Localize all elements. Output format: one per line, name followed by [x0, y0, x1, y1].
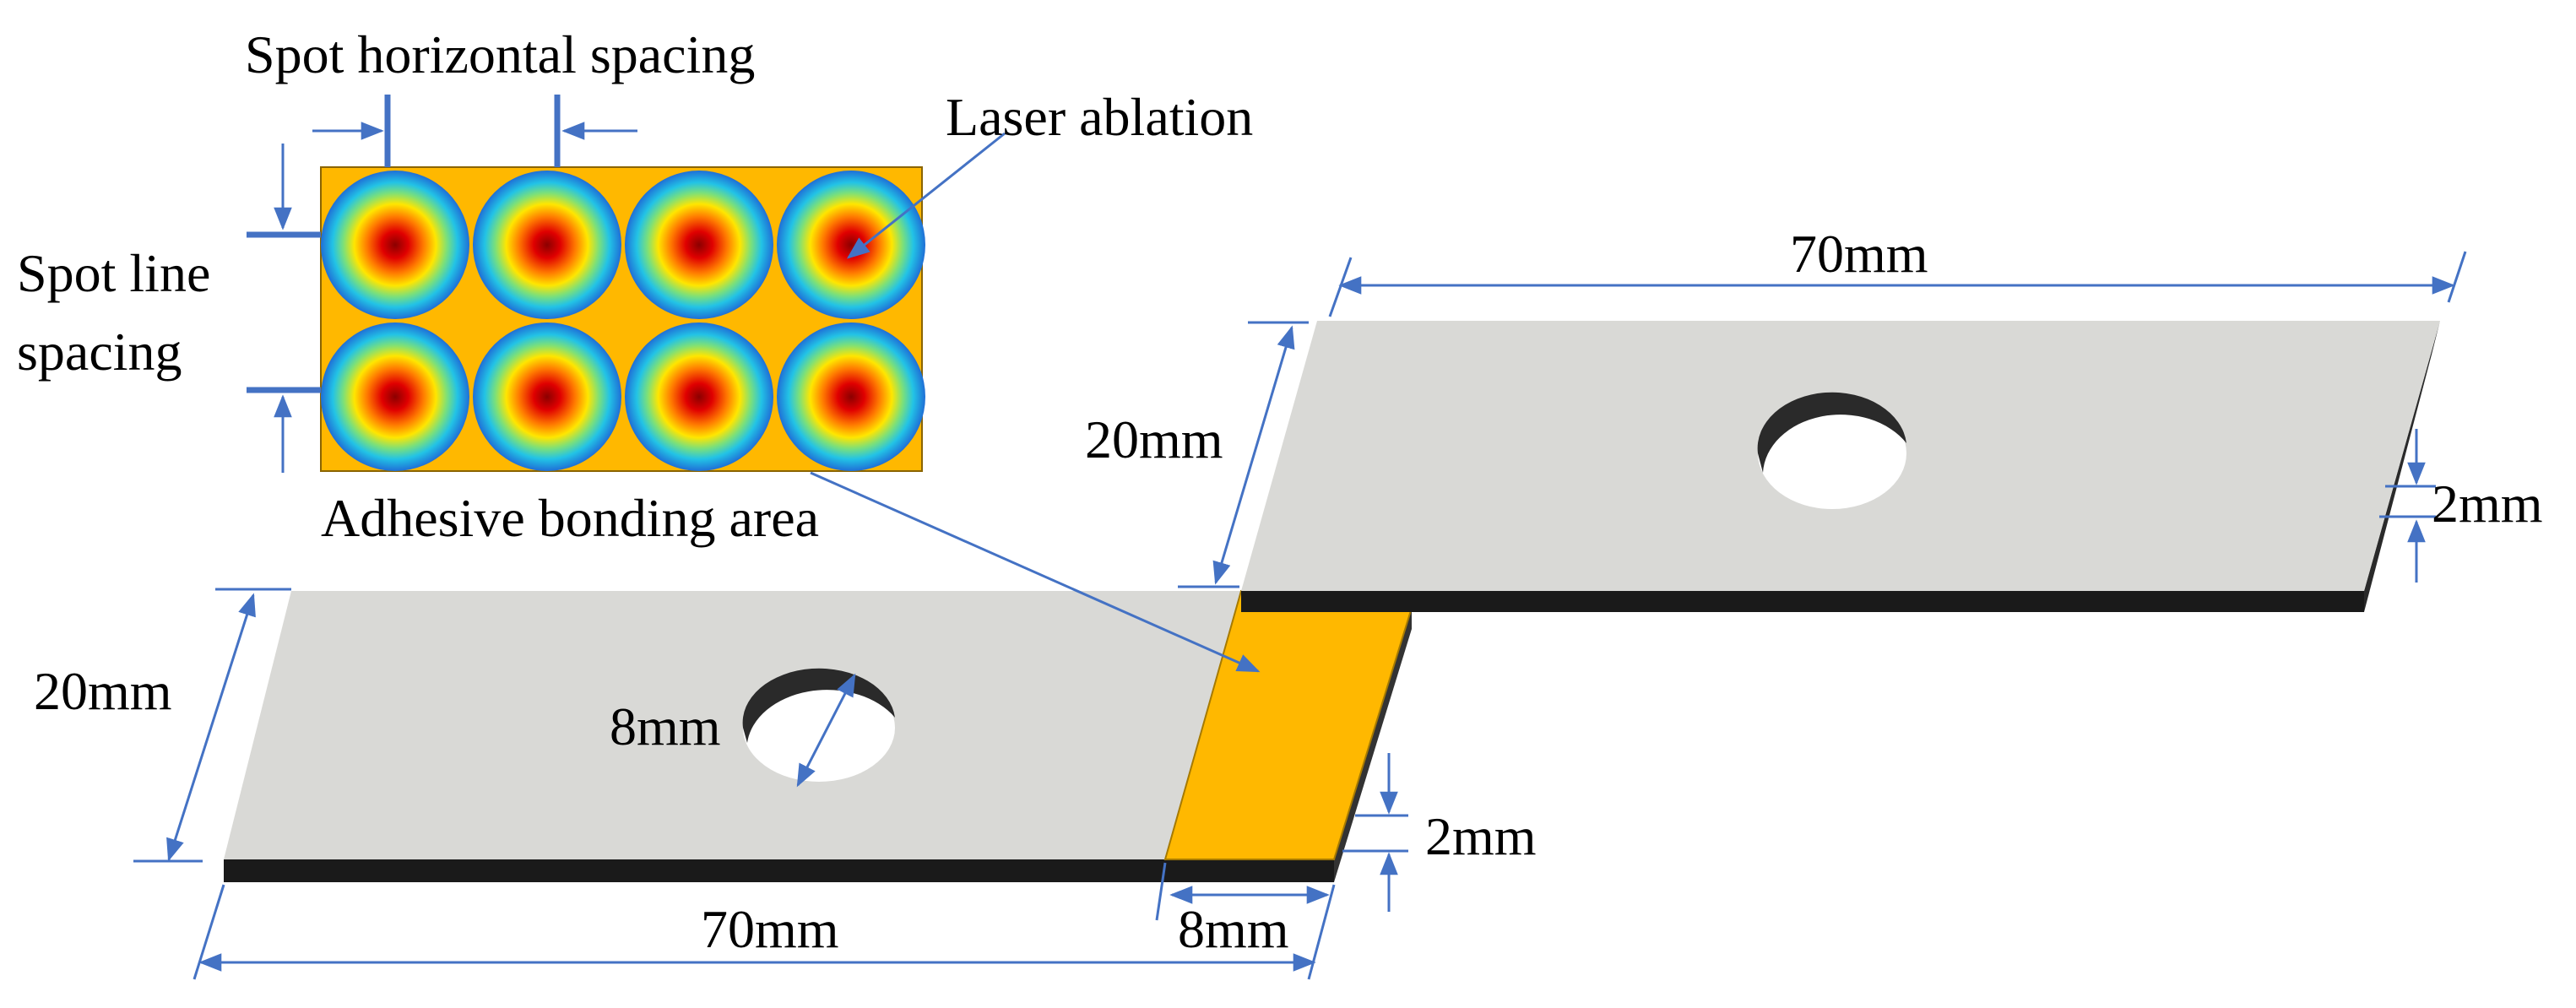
top-plate-edge: [1241, 591, 2364, 612]
bottom-width-label: 20mm: [34, 661, 172, 721]
laser-ablation-leader: [846, 132, 1006, 259]
laser-spot: [321, 171, 469, 319]
top-thickness-label: 2mm: [2432, 474, 2543, 534]
laser-spot: [321, 322, 469, 471]
bottom-width-dimension: [133, 588, 291, 863]
top-length-dimension: [1328, 251, 2467, 317]
top-plate: [1241, 321, 2440, 612]
laser-spot: [777, 322, 925, 471]
bottom-plate: [224, 589, 1413, 882]
bottom-length-label: 70mm: [701, 899, 839, 959]
hole-diameter-label: 8mm: [610, 696, 721, 756]
bottom-thickness-dimension: [1342, 753, 1408, 912]
bottom-length-dimension: [193, 884, 1336, 980]
top-length-label: 70mm: [1790, 224, 1928, 284]
top-width-dimension: [1178, 321, 1309, 588]
top-plate-hole-shadow: [1757, 392, 1906, 473]
spot-horizontal-spacing-annotation: [312, 95, 637, 167]
adhesive-bonding-area-label: Adhesive bonding area: [321, 488, 819, 548]
top-width-label: 20mm: [1085, 409, 1223, 469]
bottom-plate-hole-shadow: [742, 668, 895, 743]
laser-spot: [777, 171, 925, 319]
bond-area-leader: [810, 471, 1261, 673]
laser-spots: [321, 171, 925, 471]
bottom-plate-top-face: [224, 591, 1241, 859]
spot-grid-inset: [320, 166, 925, 472]
overlap-length-label: 8mm: [1178, 899, 1289, 959]
laser-spot: [473, 322, 621, 471]
spot-line-spacing-label-2: spacing: [17, 322, 182, 382]
bottom-plate-right-edge: [1334, 608, 1412, 882]
top-plate-right-edge: [2364, 321, 2440, 612]
bottom-plate-edge: [224, 859, 1334, 882]
bottom-thickness-label: 2mm: [1425, 806, 1537, 866]
spot-horizontal-spacing-label: Spot horizontal spacing: [245, 24, 755, 84]
overlap-length-dimension: [1155, 862, 1330, 921]
laser-spot: [625, 171, 773, 319]
spot-line-spacing-annotation: [247, 144, 321, 473]
hole-diameter-dimension: [796, 673, 856, 788]
top-thickness-dimension: [2379, 429, 2436, 583]
spot-line-spacing-label-1: Spot line: [17, 243, 210, 303]
laser-spot: [473, 171, 621, 319]
laser-ablation-label: Laser ablation: [946, 87, 1253, 147]
laser-spot: [625, 322, 773, 471]
